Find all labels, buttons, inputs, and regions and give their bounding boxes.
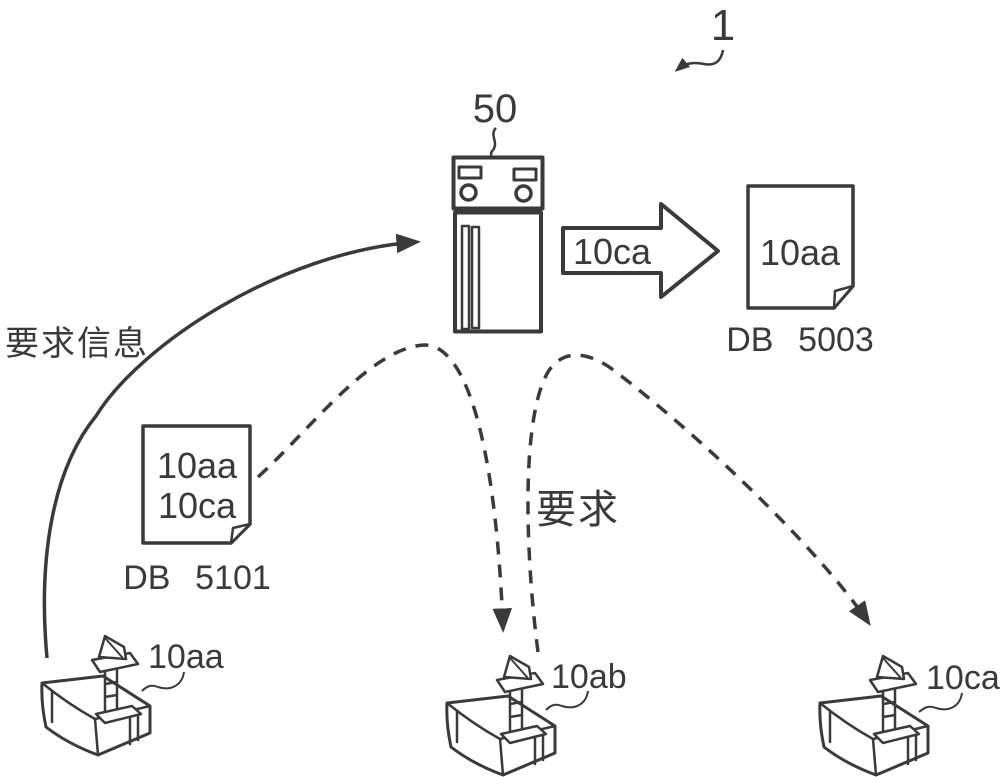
- document-db5003: 10aa DB 5003: [726, 184, 874, 359]
- terminal-device-icon-10aa: [40, 634, 152, 757]
- document-fold-corner: [832, 284, 855, 310]
- document-fold-corner: [229, 522, 252, 545]
- server-vent-stripe: [460, 224, 471, 331]
- terminal-device-icon-10ca: [818, 654, 930, 777]
- document-line: 10aa: [760, 232, 841, 273]
- device-leader-line: [545, 690, 589, 711]
- server-vent-stripe: [470, 225, 481, 330]
- device-leader-line: [918, 692, 963, 713]
- server-label: 50: [473, 87, 518, 131]
- figure-ref-leader-arrow: [674, 49, 725, 72]
- device-label-10ca: 10ca: [926, 659, 1000, 697]
- device-leader-line: [141, 671, 185, 692]
- terminal-device-icon-10ab: [445, 654, 557, 777]
- server-slot-right: [512, 167, 538, 182]
- server-leader-line: [489, 127, 497, 158]
- dashed-flow-to-10ca: [526, 353, 871, 653]
- server-knob-right: [514, 184, 533, 203]
- request-label: 要求: [536, 488, 620, 532]
- document-caption: DB 5003: [726, 321, 874, 359]
- device-label-10aa: 10aa: [148, 638, 224, 676]
- block-arrow-label: 10ca: [573, 231, 652, 272]
- document-db5101: 10aa 10ca DB 5101: [123, 424, 271, 597]
- block-arrow-shape: [561, 202, 720, 299]
- server-icon: [451, 155, 545, 334]
- dashed-flow-to-10ab: [256, 343, 513, 633]
- device-label-10ab: 10ab: [551, 658, 627, 696]
- server-knob-left: [459, 183, 478, 202]
- document-line: 10aa: [157, 445, 238, 486]
- figure-ref-label: 1: [711, 1, 735, 50]
- transfer-block-arrow: 10ca: [561, 202, 720, 299]
- request-info-label: 要求信息: [5, 325, 149, 363]
- document-caption: DB 5101: [123, 559, 271, 597]
- document-line: 10ca: [158, 485, 237, 526]
- request-info-flow-arrow: [42, 233, 421, 659]
- server-slot-left: [457, 165, 483, 180]
